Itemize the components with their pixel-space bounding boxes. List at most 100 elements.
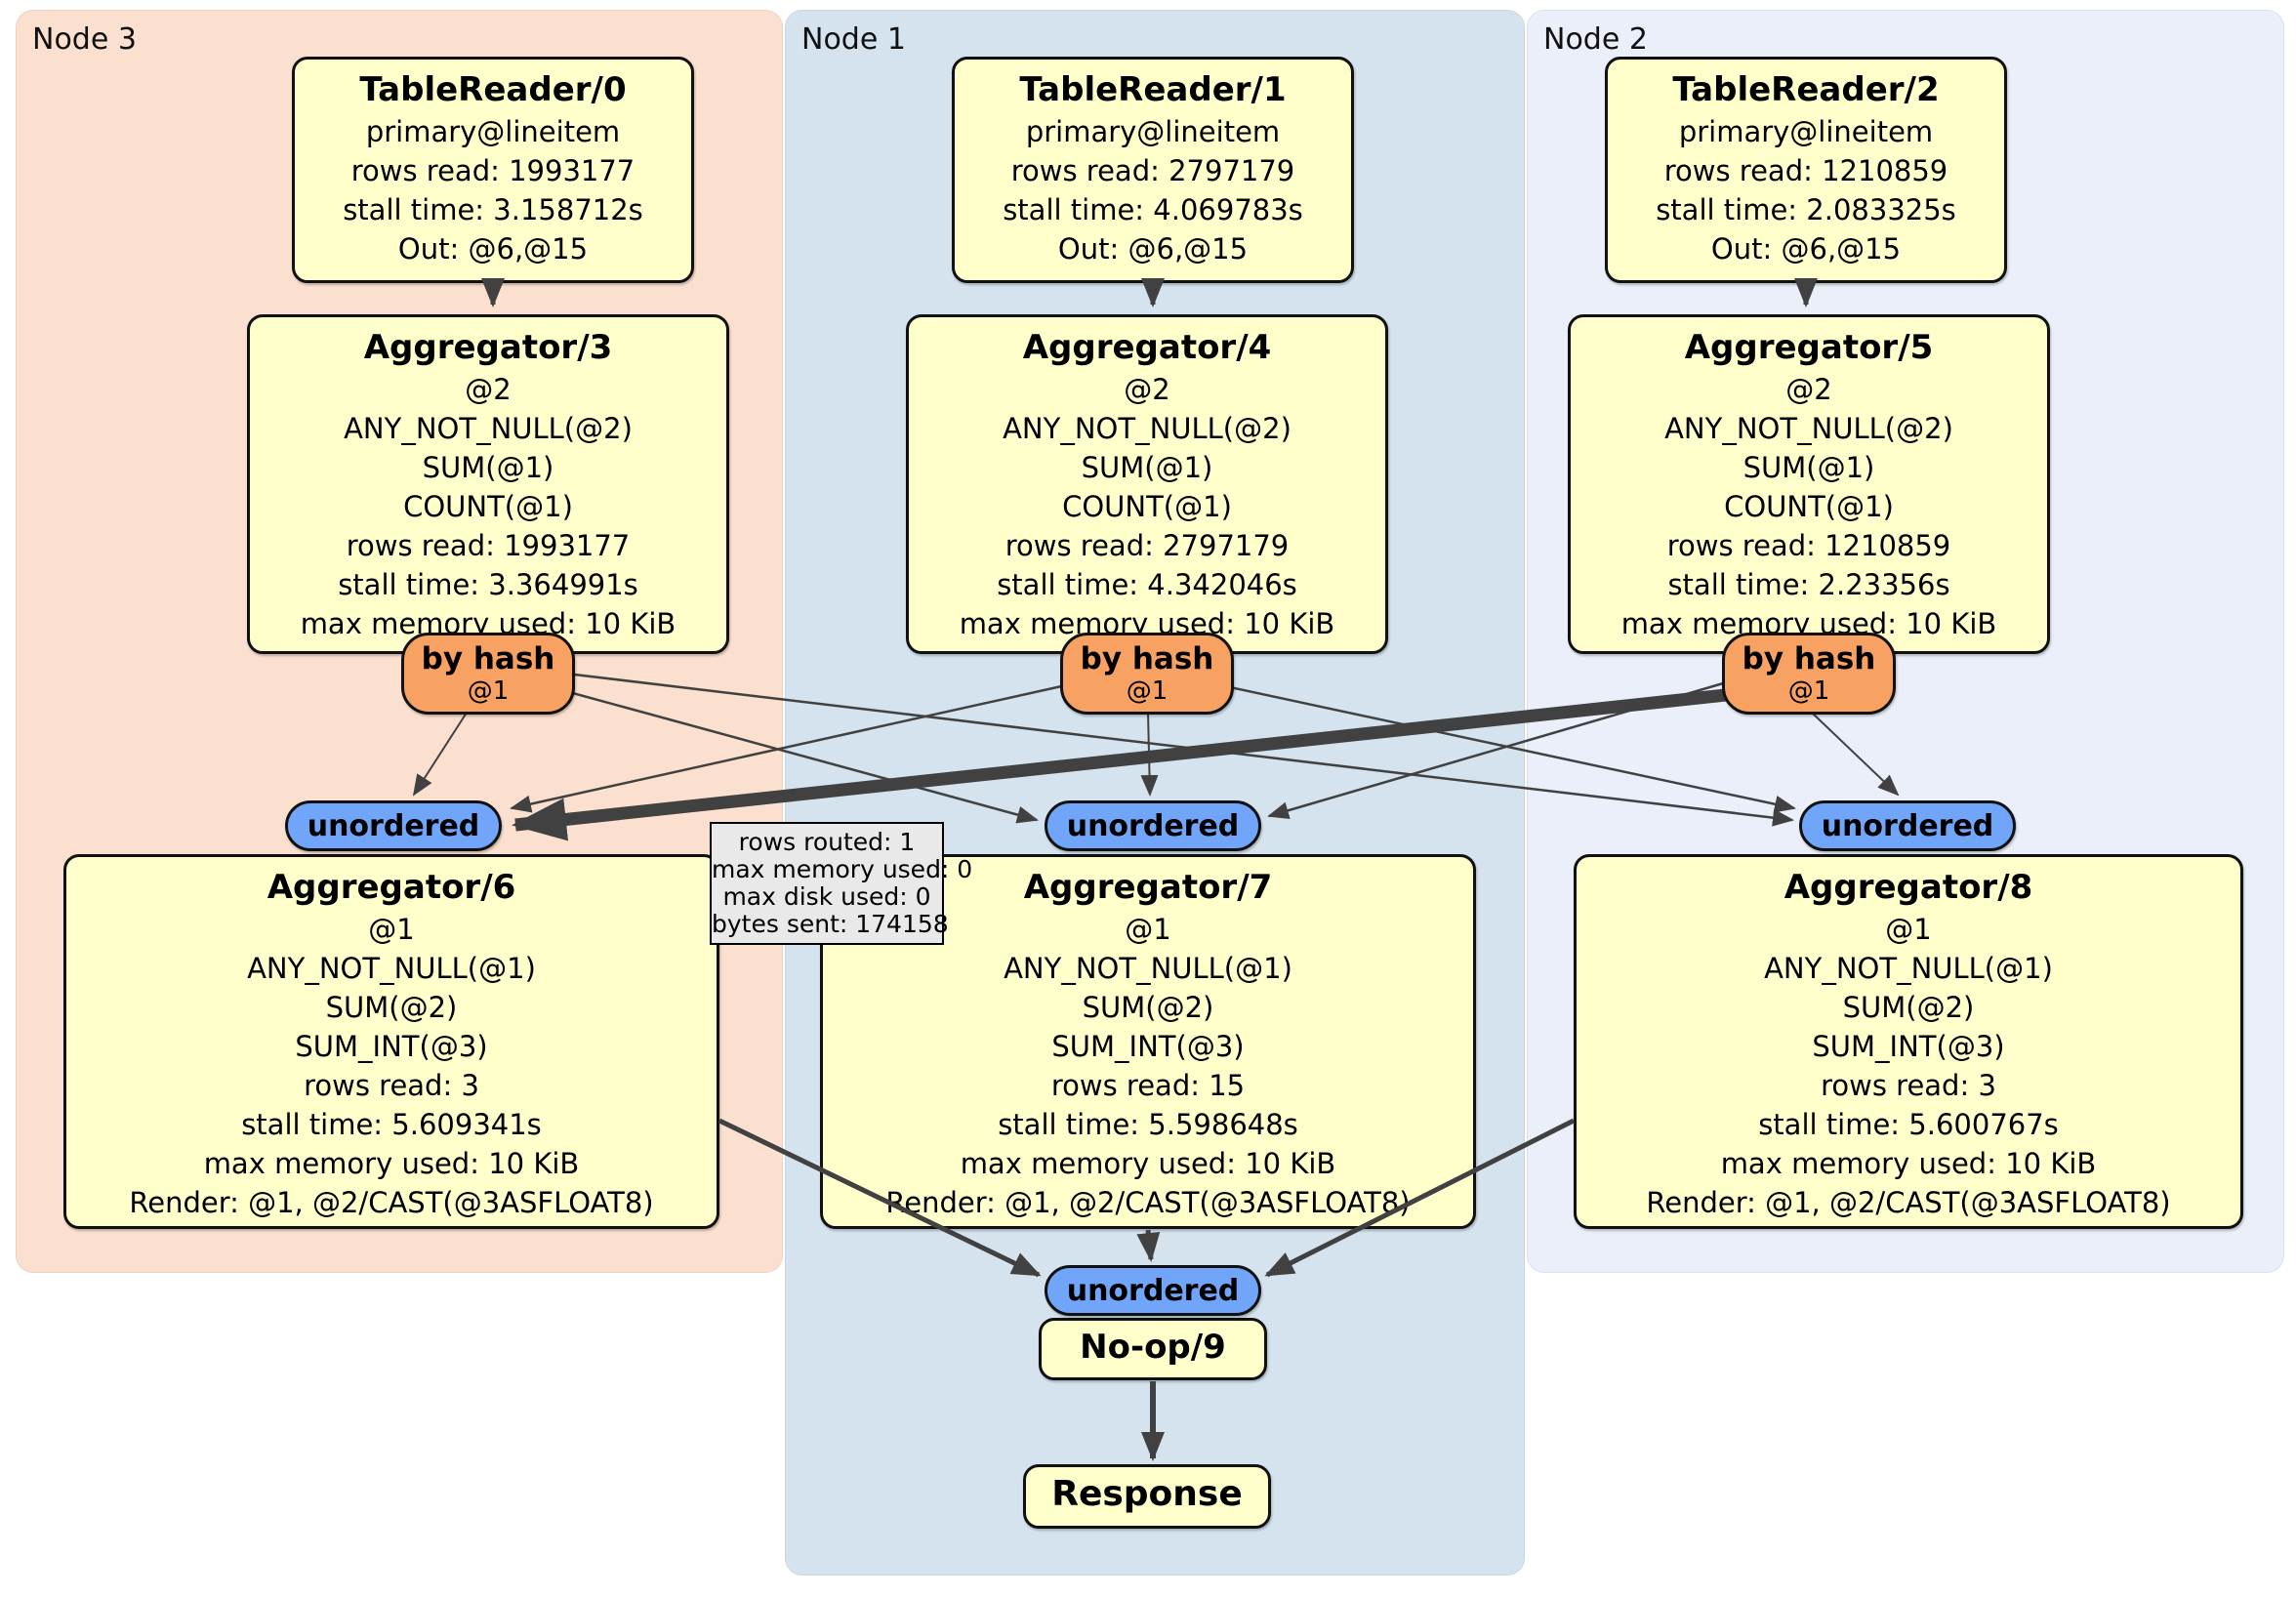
processor-title: TableReader/1 bbox=[1019, 70, 1287, 109]
processor-stat-line: COUNT(@1) bbox=[1062, 490, 1232, 523]
tooltip-max-disk: max disk used: 0 bbox=[722, 882, 931, 911]
router-title: by hash bbox=[1080, 641, 1214, 676]
processor-stat-line: Out: @6,@15 bbox=[397, 232, 589, 266]
sync-unordered-node3: unordered bbox=[285, 800, 502, 851]
processor-stat-line: primary@lineitem bbox=[1025, 115, 1281, 148]
node-group-label: Node 1 bbox=[801, 22, 906, 57]
processor-stat-line: @1 bbox=[368, 913, 415, 946]
sync-unordered-node1: unordered bbox=[1045, 800, 1261, 851]
processor-stat-line: rows read: 1993177 bbox=[350, 154, 636, 187]
processor-stat-line: stall time: 3.158712s bbox=[343, 193, 643, 226]
processor-stat-line: @1 bbox=[1885, 913, 1932, 946]
processor-stat-line: SUM(@1) bbox=[422, 451, 554, 484]
processor-stat-line: stall time: 5.598648s bbox=[998, 1108, 1298, 1141]
processor-aggregator-5: Aggregator/5 @2 ANY_NOT_NULL(@2) SUM(@1)… bbox=[1568, 314, 2050, 654]
processor-stat-line: Render: @1, @2/CAST(@3ASFLOAT8) bbox=[885, 1186, 1411, 1219]
processor-stat-line: Render: @1, @2/CAST(@3ASFLOAT8) bbox=[1646, 1186, 2171, 1219]
processor-stat-line: stall time: 5.600767s bbox=[1758, 1108, 2059, 1141]
processor-noop-9: No-op/9 bbox=[1039, 1318, 1267, 1380]
processor-stat-line: ANY_NOT_NULL(@1) bbox=[1004, 952, 1292, 985]
router-by-hash-node2: by hash @1 bbox=[1722, 633, 1896, 715]
sync-unordered-node2: unordered bbox=[1799, 800, 2016, 851]
processor-stat-line: ANY_NOT_NULL(@2) bbox=[1003, 412, 1292, 445]
processor-stat-line: COUNT(@1) bbox=[403, 490, 573, 523]
processor-stat-line: primary@lineitem bbox=[1678, 115, 1934, 148]
processor-stat-line: Out: @6,@15 bbox=[1710, 232, 1902, 266]
processor-stat-line: @2 bbox=[1124, 373, 1170, 406]
router-title: by hash bbox=[1742, 641, 1876, 676]
processor-tablereader-1: TableReader/1 primary@lineitem rows read… bbox=[952, 57, 1354, 283]
processor-title: Aggregator/8 bbox=[1784, 868, 2033, 907]
processor-stat-line: ANY_NOT_NULL(@2) bbox=[1664, 412, 1953, 445]
processor-stat-line: stall time: 4.342046s bbox=[997, 568, 1297, 601]
router-by-hash-node3: by hash @1 bbox=[401, 633, 575, 715]
processor-stat-line: stall time: 5.609341s bbox=[241, 1108, 542, 1141]
processor-title: Aggregator/5 bbox=[1684, 328, 1934, 367]
sync-label: unordered bbox=[1821, 809, 1994, 843]
processor-stat-line: rows read: 3 bbox=[304, 1069, 479, 1102]
processor-stat-line: SUM(@2) bbox=[1082, 991, 1214, 1024]
node-group-label: Node 2 bbox=[1543, 22, 1648, 57]
processor-aggregator-6: Aggregator/6 @1 ANY_NOT_NULL(@1) SUM(@2)… bbox=[63, 854, 719, 1229]
processor-title: Response bbox=[1051, 1474, 1243, 1514]
edge-stats-tooltip: rows routed: 1 max memory used: 0 max di… bbox=[710, 822, 972, 945]
router-hash-columns: @1 bbox=[1787, 676, 1830, 706]
processor-title: No-op/9 bbox=[1080, 1328, 1226, 1367]
processor-stat-line: ANY_NOT_NULL(@1) bbox=[247, 952, 536, 985]
processor-stat-line: rows read: 15 bbox=[1050, 1069, 1246, 1102]
processor-stat-line: ANY_NOT_NULL(@1) bbox=[1764, 952, 2053, 985]
router-title: by hash bbox=[421, 641, 555, 676]
processor-stat-line: stall time: 2.083325s bbox=[1656, 193, 1956, 226]
node-group-label: Node 3 bbox=[32, 22, 137, 57]
processor-stat-line: stall time: 3.364991s bbox=[338, 568, 638, 601]
processor-aggregator-3: Aggregator/3 @2 ANY_NOT_NULL(@2) SUM(@1)… bbox=[247, 314, 729, 654]
processor-stat-line: SUM_INT(@3) bbox=[295, 1030, 488, 1063]
processor-stat-line: rows read: 3 bbox=[1821, 1069, 1996, 1102]
processor-stat-line: @2 bbox=[465, 373, 512, 406]
processor-stat-line: primary@lineitem bbox=[365, 115, 621, 148]
processor-stat-line: stall time: 4.069783s bbox=[1003, 193, 1303, 226]
processor-aggregator-8: Aggregator/8 @1 ANY_NOT_NULL(@1) SUM(@2)… bbox=[1574, 854, 2243, 1229]
processor-stat-line: max memory used: 10 KiB bbox=[1720, 1147, 2097, 1180]
processor-stat-line: Out: @6,@15 bbox=[1057, 232, 1249, 266]
processor-stat-line: ANY_NOT_NULL(@2) bbox=[344, 412, 633, 445]
sync-label: unordered bbox=[1066, 1274, 1240, 1308]
processor-title: Aggregator/4 bbox=[1022, 328, 1272, 367]
processor-stat-line: COUNT(@1) bbox=[1724, 490, 1894, 523]
processor-response: Response bbox=[1023, 1464, 1271, 1529]
processor-stat-line: @2 bbox=[1785, 373, 1832, 406]
processor-stat-line: SUM(@2) bbox=[325, 991, 458, 1024]
processor-stat-line: rows read: 1210859 bbox=[1663, 154, 1948, 187]
processor-stat-line: stall time: 2.23356s bbox=[1667, 568, 1950, 601]
processor-tablereader-0: TableReader/0 primary@lineitem rows read… bbox=[292, 57, 694, 283]
router-hash-columns: @1 bbox=[1126, 676, 1168, 706]
processor-tablereader-2: TableReader/2 primary@lineitem rows read… bbox=[1605, 57, 2007, 283]
processor-title: Aggregator/3 bbox=[363, 328, 613, 367]
processor-stat-line: SUM_INT(@3) bbox=[1812, 1030, 2005, 1063]
processor-aggregator-4: Aggregator/4 @2 ANY_NOT_NULL(@2) SUM(@1)… bbox=[906, 314, 1388, 654]
tooltip-rows-routed: rows routed: 1 bbox=[738, 828, 916, 856]
processor-stat-line: max memory used: 10 KiB bbox=[203, 1147, 580, 1180]
sync-label: unordered bbox=[307, 809, 480, 843]
processor-title: TableReader/2 bbox=[1672, 70, 1940, 109]
processor-stat-line: @1 bbox=[1125, 913, 1171, 946]
processor-stat-line: rows read: 2797179 bbox=[1010, 154, 1295, 187]
processor-title: TableReader/0 bbox=[359, 70, 627, 109]
sync-label: unordered bbox=[1066, 809, 1240, 843]
processor-stat-line: SUM(@1) bbox=[1081, 451, 1213, 484]
processor-stat-line: rows read: 1993177 bbox=[346, 529, 631, 562]
processor-stat-line: max memory used: 10 KiB bbox=[960, 1147, 1336, 1180]
processor-title: Aggregator/7 bbox=[1023, 868, 1273, 907]
processor-stat-line: rows read: 2797179 bbox=[1004, 529, 1290, 562]
processor-stat-line: SUM_INT(@3) bbox=[1051, 1030, 1245, 1063]
sync-unordered-final: unordered bbox=[1045, 1265, 1261, 1316]
processor-stat-line: rows read: 1210859 bbox=[1666, 529, 1951, 562]
processor-title: Aggregator/6 bbox=[266, 868, 516, 907]
processor-stat-line: SUM(@2) bbox=[1842, 991, 1975, 1024]
processor-stat-line: SUM(@1) bbox=[1742, 451, 1875, 484]
router-by-hash-node1: by hash @1 bbox=[1060, 633, 1234, 715]
router-hash-columns: @1 bbox=[467, 676, 510, 706]
tooltip-bytes-sent: bytes sent: 174158 bbox=[712, 910, 949, 938]
processor-stat-line: Render: @1, @2/CAST(@3ASFLOAT8) bbox=[129, 1186, 654, 1219]
